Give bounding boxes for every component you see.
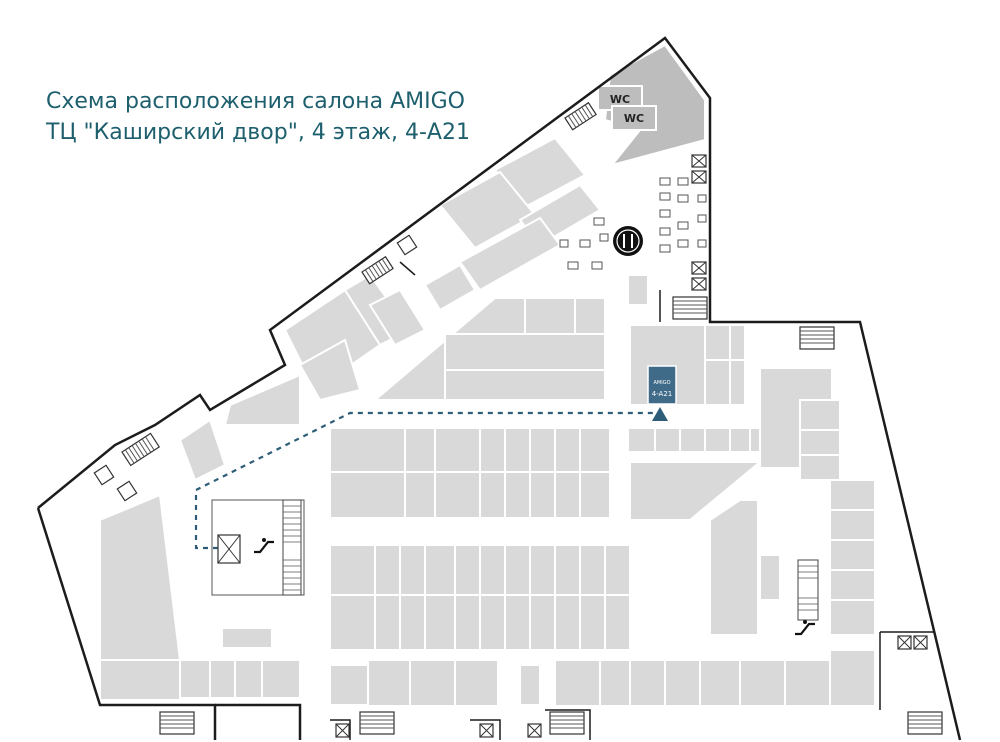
stairs-icon[interactable] <box>549 711 585 735</box>
shop-r4[interactable] <box>627 427 774 453</box>
store-blocks <box>99 43 876 707</box>
shop-b3[interactable] <box>367 659 499 707</box>
elevator-icon[interactable] <box>335 723 350 738</box>
stairs-icon[interactable] <box>359 711 395 735</box>
shop-c2[interactable] <box>574 297 606 335</box>
shop-r3[interactable] <box>627 274 649 306</box>
shop-r2[interactable] <box>704 324 746 406</box>
elevator-icon[interactable] <box>527 723 542 738</box>
shop-c3[interactable] <box>444 333 606 371</box>
store-brand: AMIGO <box>653 380 670 386</box>
elevator-icon[interactable] <box>691 154 707 168</box>
shop-diag-8[interactable] <box>368 288 427 347</box>
map-title-line-2: ТЦ "Каширский двор", 4 этаж, 4-A21 <box>46 120 470 145</box>
shop-left-2[interactable] <box>178 418 227 482</box>
wc-label: WC <box>624 112 644 125</box>
inner-walls <box>330 261 935 740</box>
stairs-icon[interactable] <box>672 296 708 320</box>
shop-left-3[interactable] <box>99 493 182 661</box>
stairs-icon[interactable] <box>361 255 394 285</box>
stairs-icon[interactable] <box>799 326 835 350</box>
stairs-icon[interactable] <box>907 711 943 735</box>
stairs-icon[interactable] <box>121 432 161 467</box>
elevator-icon[interactable] <box>217 534 241 564</box>
target-store-amigo[interactable]: AMIGO 4-A21 <box>647 365 677 405</box>
fork-knife-icon[interactable] <box>613 226 643 256</box>
shop-b9[interactable] <box>99 659 181 701</box>
shop-diag-5[interactable] <box>423 263 477 312</box>
shop-b7[interactable] <box>829 649 876 707</box>
route-arrow-icon <box>652 407 668 421</box>
store-code: 4-A21 <box>652 390 673 398</box>
shop-diag-9[interactable] <box>298 338 362 402</box>
elevator-icon[interactable] <box>479 723 494 738</box>
shop-b4[interactable] <box>519 664 541 706</box>
escalator-icon[interactable] <box>254 538 274 554</box>
shop-r5[interactable] <box>629 461 763 521</box>
building-walls <box>36 36 962 741</box>
elevator-icons <box>93 154 928 738</box>
elevator-icon[interactable] <box>691 170 707 184</box>
shop-b5[interactable] <box>554 659 786 707</box>
shop-rc3[interactable] <box>829 479 876 636</box>
stairs-icon[interactable] <box>159 711 195 735</box>
elevator-icon[interactable] <box>116 480 138 502</box>
shop-b8[interactable] <box>221 627 273 649</box>
shop-b6[interactable] <box>784 659 836 707</box>
shop-rc5[interactable] <box>709 499 759 636</box>
map-title-line-1: Схема расположения салона AMIGO <box>46 89 465 114</box>
shop-left-1[interactable] <box>223 373 301 426</box>
food-court-tables <box>559 177 707 270</box>
shop-rc4[interactable] <box>759 554 781 601</box>
elevator-icon[interactable] <box>691 277 707 291</box>
escalator-steps <box>283 505 818 611</box>
elevator-icon[interactable] <box>396 234 418 256</box>
map-title: Схема расположения салона AMIGO ТЦ "Каши… <box>46 86 470 148</box>
stairs-icon[interactable] <box>564 101 597 131</box>
wc-room-2[interactable] <box>611 105 657 131</box>
shop-rc2[interactable] <box>799 399 841 481</box>
shop-c5[interactable] <box>524 297 576 335</box>
elevator-icon[interactable] <box>897 635 912 650</box>
elevator-icon[interactable] <box>913 635 928 650</box>
elevator-icon[interactable] <box>691 261 707 275</box>
elevator-icon[interactable] <box>93 464 115 486</box>
escalator-icon[interactable] <box>795 620 815 636</box>
shop-c4[interactable] <box>444 369 606 401</box>
stairs-icon-group <box>121 101 943 735</box>
shop-dividers <box>209 325 875 706</box>
wc-label: WC <box>610 93 630 106</box>
shop-b2[interactable] <box>329 664 371 706</box>
